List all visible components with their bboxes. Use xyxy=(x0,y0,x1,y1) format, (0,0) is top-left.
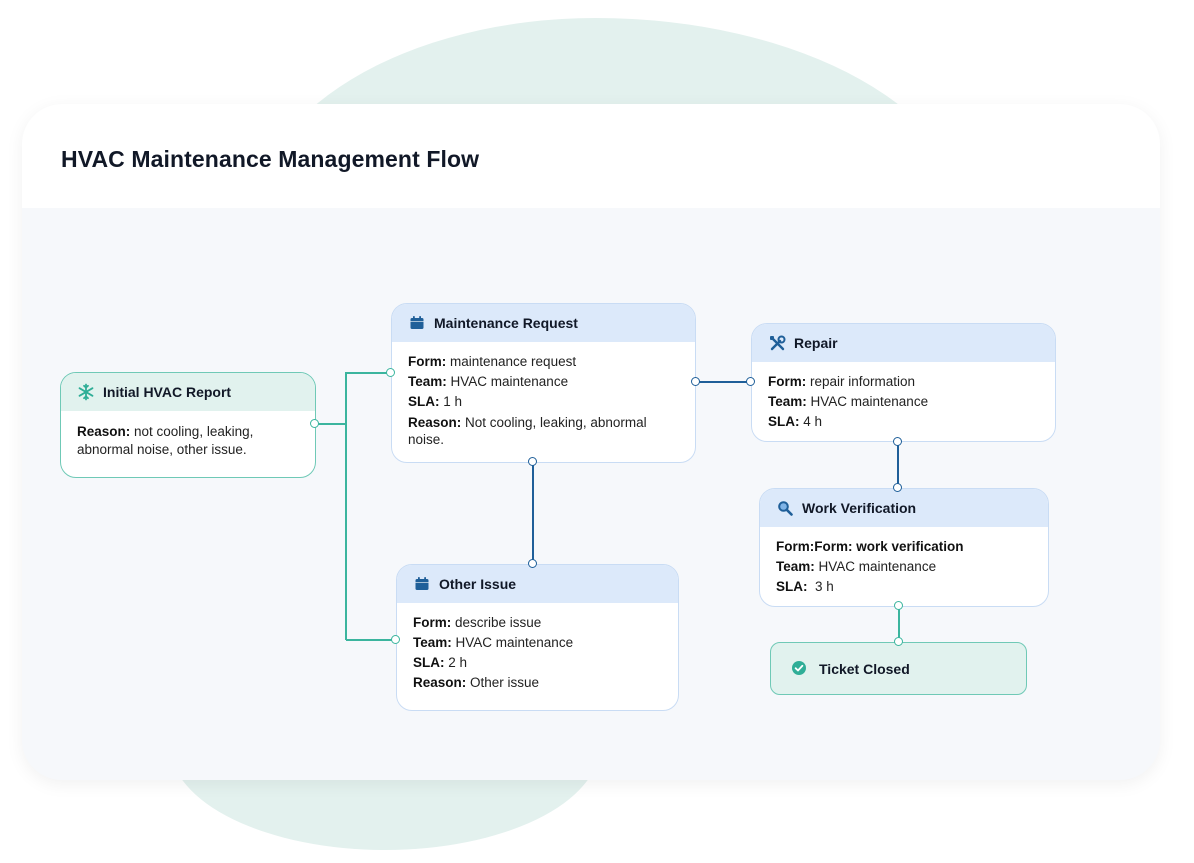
sla-row: SLA: 1 h xyxy=(408,394,463,409)
node-header: Repair xyxy=(752,324,1055,362)
node-body: Form: describe issue Team: HVAC maintena… xyxy=(397,603,678,693)
node-title: Initial HVAC Report xyxy=(103,384,232,400)
reason-row: Reason: Other issue xyxy=(413,675,540,690)
connector-port[interactable] xyxy=(691,377,700,386)
form-row: Form: maintenance request xyxy=(408,354,577,369)
node-header: Other Issue xyxy=(397,565,678,603)
check-circle-icon xyxy=(791,660,809,678)
connector-port[interactable] xyxy=(391,635,400,644)
node-maintenance-request[interactable]: Maintenance Request Form: maintenance re… xyxy=(391,303,696,463)
node-body: Form: maintenance request Team: HVAC mai… xyxy=(392,342,695,448)
connector-port[interactable] xyxy=(386,368,395,377)
calendar-icon xyxy=(413,575,431,593)
team-row: Team: HVAC maintenance xyxy=(408,374,569,389)
node-title: Maintenance Request xyxy=(434,315,578,331)
node-ticket-closed[interactable]: Ticket Closed xyxy=(770,642,1027,695)
connector-port[interactable] xyxy=(894,601,903,610)
page-title: HVAC Maintenance Management Flow xyxy=(61,146,480,172)
team-row: Team: HVAC maintenance xyxy=(413,635,574,650)
connector-port[interactable] xyxy=(528,457,537,466)
form-row: Form: describe issue xyxy=(413,615,542,630)
node-repair[interactable]: Repair Form: repair information Team: HV… xyxy=(751,323,1056,442)
node-title: Repair xyxy=(794,335,838,351)
node-header: Work Verification xyxy=(760,489,1048,527)
node-title: Work Verification xyxy=(802,500,917,516)
card-header: HVAC Maintenance Management Flow xyxy=(22,104,1160,208)
connector-port[interactable] xyxy=(746,377,755,386)
reason-row: Reason: not cooling, leaking, abnormal n… xyxy=(77,424,254,457)
form-row: Form:Form: work verification xyxy=(776,539,964,554)
node-header: Maintenance Request xyxy=(392,304,695,342)
sla-row: SLA: 4 h xyxy=(768,414,823,429)
reason-row: Reason: Not cooling, leaking, abnormal n… xyxy=(408,415,647,447)
node-work-verification[interactable]: Work Verification Form:Form: work verifi… xyxy=(759,488,1049,607)
sla-row: SLA: 3 h xyxy=(776,579,834,594)
node-body: Form: repair information Team: HVAC main… xyxy=(752,362,1055,432)
node-body: Reason: not cooling, leaking, abnormal n… xyxy=(61,411,315,459)
calendar-icon xyxy=(408,314,426,332)
tools-icon xyxy=(768,334,786,352)
magnifier-icon xyxy=(776,499,794,517)
connector-port[interactable] xyxy=(528,559,537,568)
connector-initial-to-maintenance xyxy=(345,372,391,640)
node-other-issue[interactable]: Other Issue Form: describe issue Team: H… xyxy=(396,564,679,711)
team-row: Team: HVAC maintenance xyxy=(768,394,929,409)
sla-row: SLA: 2 h xyxy=(413,655,468,670)
node-body: Form:Form: work verification Team: HVAC … xyxy=(760,527,1048,597)
connector-port[interactable] xyxy=(894,637,903,646)
node-initial-hvac-report[interactable]: Initial HVAC Report Reason: not cooling,… xyxy=(60,372,316,478)
node-header: Initial HVAC Report xyxy=(61,373,315,411)
connector-port[interactable] xyxy=(893,483,902,492)
node-title: Other Issue xyxy=(439,576,517,592)
team-row: Team: HVAC maintenance xyxy=(776,559,937,574)
node-title: Ticket Closed xyxy=(819,660,910,677)
connector-port[interactable] xyxy=(310,419,319,428)
connector-port[interactable] xyxy=(893,437,902,446)
snowflake-icon xyxy=(77,383,95,401)
form-row: Form: repair information xyxy=(768,374,916,389)
